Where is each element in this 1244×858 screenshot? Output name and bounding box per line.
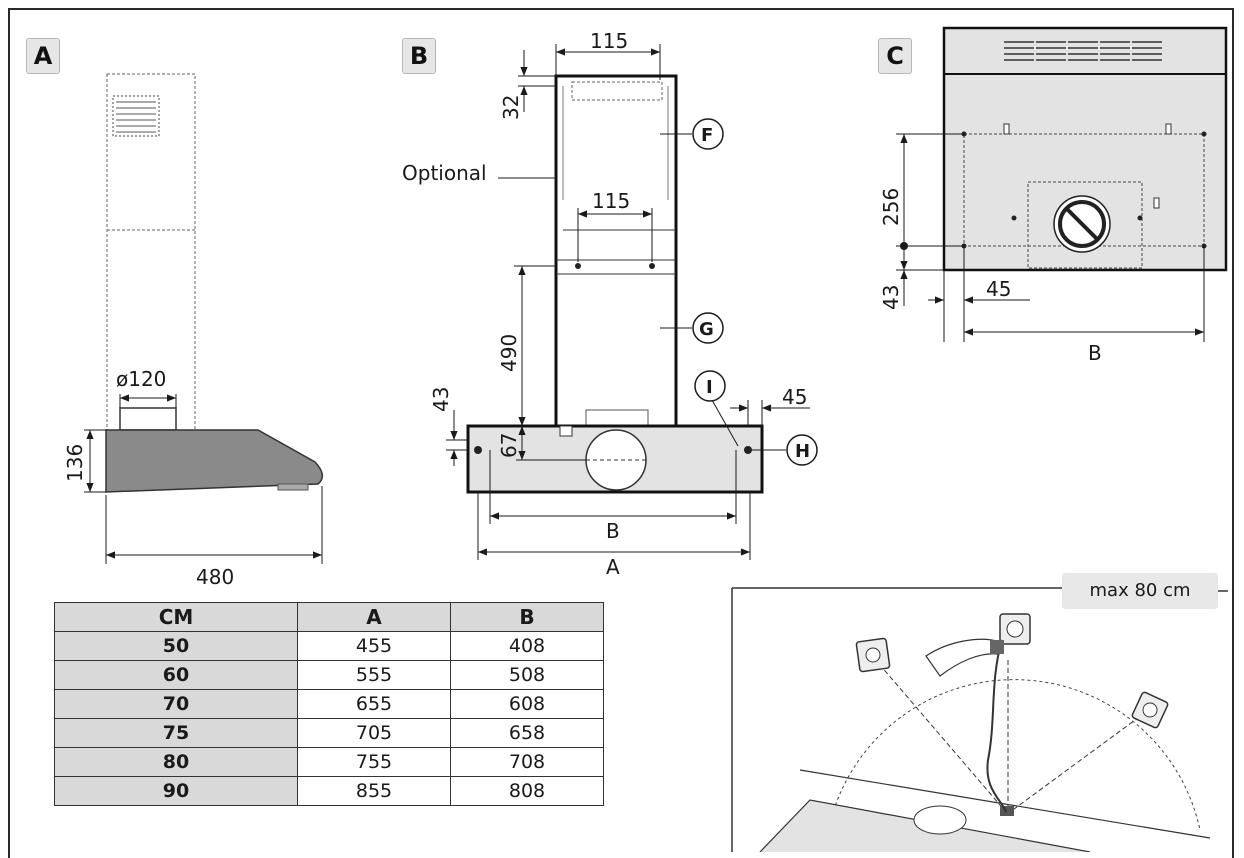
dim-b: B	[1088, 341, 1102, 365]
callout-f: F	[701, 125, 713, 146]
table-row: 75 705 658	[54, 718, 604, 748]
dim-offset: 32	[499, 95, 523, 120]
dim-b: B	[606, 519, 620, 543]
drawing-frame	[8, 8, 1234, 858]
callout-i: I	[706, 377, 713, 398]
header-a: A	[297, 602, 451, 632]
cell-b: 408	[450, 631, 604, 661]
header-cm: CM	[54, 602, 298, 632]
hood-body	[105, 429, 324, 493]
panel-b-front-view: 115 32 Optional 115 490 43 67 45	[402, 29, 818, 579]
panel-c-badge: C	[878, 38, 912, 74]
dim-height: 136	[63, 444, 87, 482]
dim-a: A	[606, 555, 620, 579]
panel-c-under-view: 256 43 45 B	[879, 26, 1228, 365]
dim-chimney-height: 490	[497, 334, 521, 372]
callout-h: H	[795, 441, 810, 462]
cell-a: 655	[297, 689, 451, 719]
panel-a-side-view: ø120 136 480	[63, 73, 324, 589]
power-cable	[986, 639, 1007, 813]
hand-icon	[925, 638, 1001, 677]
header-b: B	[450, 602, 604, 632]
cell-a: 555	[297, 660, 451, 690]
cell-cm: 60	[54, 660, 298, 690]
dim-diameter: ø120	[116, 367, 166, 391]
cell-a: 455	[297, 631, 451, 661]
cell-a: 755	[297, 747, 451, 777]
table-row: 60 555 508	[54, 660, 604, 690]
cell-b: 708	[450, 747, 604, 777]
panel-a-badge: A	[26, 38, 60, 74]
cell-b: 608	[450, 689, 604, 719]
dim-bottom: 43	[879, 285, 903, 310]
table-header-row: CM A B	[54, 602, 604, 632]
table-row: 80 755 708	[54, 747, 604, 777]
cell-cm: 70	[54, 689, 298, 719]
dim-edge: 45	[782, 385, 807, 409]
dim-side-offset: 43	[429, 387, 453, 412]
dimensions-table: CM A B 50 455 408 60 555 508 70 655 608 …	[54, 602, 604, 806]
no-entry-icon	[1058, 200, 1106, 248]
cell-cm: 75	[54, 718, 298, 748]
cell-cm: 90	[54, 776, 298, 806]
dim-side: 45	[986, 277, 1011, 301]
cell-cm: 80	[54, 747, 298, 777]
chimney-frame	[554, 74, 678, 428]
callout-g: G	[699, 319, 714, 340]
label-optional: Optional	[402, 161, 487, 185]
electrical-connection-illustration	[731, 587, 1228, 852]
cell-a: 855	[297, 776, 451, 806]
cell-cm: 50	[54, 631, 298, 661]
dim-vertical: 256	[879, 188, 903, 226]
outlet-collar	[119, 407, 177, 431]
dim-hole-height: 67	[497, 433, 521, 458]
cell-b: 508	[450, 660, 604, 690]
table-row: 70 655 608	[54, 689, 604, 719]
dim-depth: 480	[196, 565, 234, 589]
table-row: 50 455 408	[54, 631, 604, 661]
cell-b: 658	[450, 718, 604, 748]
vent-slots-icon	[1004, 41, 1162, 61]
table-row: 90 855 808	[54, 776, 604, 806]
panel-b-badge: B	[402, 38, 436, 74]
cell-a: 705	[297, 718, 451, 748]
dim-bracket-width: 115	[592, 189, 630, 213]
dim-top-width: 115	[590, 29, 628, 53]
vent-grille-icon	[112, 95, 160, 137]
max-distance-label: max 80 cm	[1062, 573, 1218, 609]
cell-b: 808	[450, 776, 604, 806]
cable-entry	[1000, 806, 1014, 816]
